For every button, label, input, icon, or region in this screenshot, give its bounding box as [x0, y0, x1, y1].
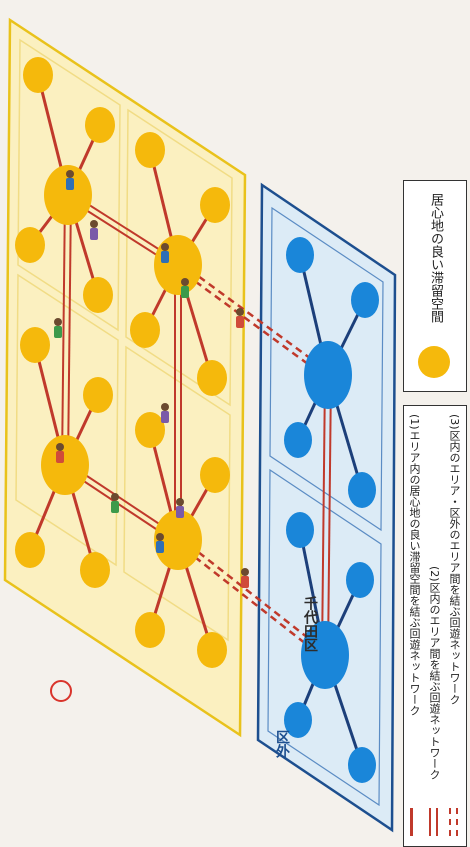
person-head-8 — [161, 403, 169, 411]
yellow-node-3-3 — [15, 532, 45, 568]
blue-node-2-4 — [348, 747, 376, 783]
yellow-node-3-4 — [80, 552, 110, 588]
person-body-7 — [236, 316, 244, 328]
chiyoda-sub-area-4 — [123, 345, 231, 642]
legend-double-line-symbol — [429, 808, 438, 836]
person-head-1 — [66, 170, 74, 178]
yellow-node-1-2 — [85, 107, 115, 143]
double-line-2-b — [66, 195, 72, 466]
chiyoda-sub-area-2 — [125, 108, 233, 407]
outside-sub-area-1 — [269, 206, 384, 532]
blue-node-1-3 — [284, 422, 312, 458]
person-body-9 — [156, 541, 164, 553]
yellow-node-2-3 — [130, 312, 160, 348]
yellow-node-4-3 — [135, 612, 165, 648]
legend-stay-space-label: 居心地の良い滞留空間 — [428, 193, 443, 323]
yellow-node-3-2 — [83, 377, 113, 413]
person-body-2 — [54, 326, 62, 338]
blue-node-2-2 — [346, 562, 374, 598]
blue-double-line-b — [326, 375, 332, 656]
chiyoda-sub-area-3 — [15, 273, 119, 567]
blue-hub-2 — [301, 621, 349, 689]
yellow-hub-2 — [154, 235, 202, 295]
person-body-1 — [66, 178, 74, 190]
legend-network-box: (1)エリア内の居心地の良い滞留空間を結ぶ回遊ネットワーク (2)区内のエリア間… — [403, 405, 467, 847]
person-head-5 — [161, 243, 169, 251]
chiyoda-marker-icon — [50, 680, 72, 702]
outside-sub-area-2 — [267, 468, 382, 807]
person-head-7 — [236, 308, 244, 316]
yellow-hub-4 — [154, 510, 202, 570]
yellow-node-4-2 — [200, 457, 230, 493]
chiyoda-sub-area-1 — [17, 38, 121, 332]
person-head-12 — [176, 498, 184, 506]
blue-node-1-4 — [348, 472, 376, 508]
yellow-hub-1 — [44, 165, 92, 225]
blue-node-2-3 — [284, 702, 312, 738]
yellow-node-4-1 — [135, 412, 165, 448]
yellow-node-4-4 — [197, 632, 227, 668]
person-head-11 — [241, 568, 249, 576]
yellow-hub-3 — [41, 435, 89, 495]
blue-node-2-1 — [286, 512, 314, 548]
yellow-node-1-3 — [15, 227, 45, 263]
yellow-node-2-2 — [200, 187, 230, 223]
legend-item-1-label: (1)エリア内の居心地の良い滞留空間を結ぶ回遊ネットワーク — [408, 414, 421, 716]
person-body-5 — [161, 251, 169, 263]
chiyoda-label: 千代田区 — [302, 596, 318, 652]
person-body-12 — [176, 506, 184, 518]
double-line-2-a — [61, 194, 67, 465]
person-body-8 — [161, 411, 169, 423]
yellow-node-3-1 — [20, 327, 50, 363]
legend-item-2-label: (2)区内のエリア間を結ぶ回遊ネットワーク — [428, 566, 441, 780]
person-body-4 — [90, 228, 98, 240]
person-body-11 — [241, 576, 249, 588]
yellow-node-1-4 — [83, 277, 113, 313]
person-head-3 — [56, 443, 64, 451]
yellow-node-2-1 — [135, 132, 165, 168]
yellow-node-2-4 — [197, 360, 227, 396]
person-head-10 — [111, 493, 119, 501]
legend-solid-line-symbol — [410, 808, 413, 836]
blue-double-line-a — [321, 374, 327, 655]
person-body-10 — [111, 501, 119, 513]
person-head-9 — [156, 533, 164, 541]
legend-dashed-line-symbol — [449, 808, 458, 836]
yellow-node-1-1 — [23, 57, 53, 93]
person-body-6 — [181, 286, 189, 298]
person-head-2 — [54, 318, 62, 326]
legend-item-3-label: (3)区内のエリア・区外のエリア間を結ぶ回遊ネットワーク — [448, 414, 461, 705]
legend-stay-space-box: 居心地の良い滞留空間 — [403, 180, 467, 392]
person-head-4 — [90, 220, 98, 228]
outside-label: 区外 — [274, 730, 290, 758]
person-body-3 — [56, 451, 64, 463]
stay-space-swatch — [418, 346, 450, 378]
blue-hub-1 — [304, 341, 352, 409]
person-head-6 — [181, 278, 189, 286]
blue-node-1-2 — [351, 282, 379, 318]
blue-node-1-1 — [286, 237, 314, 273]
